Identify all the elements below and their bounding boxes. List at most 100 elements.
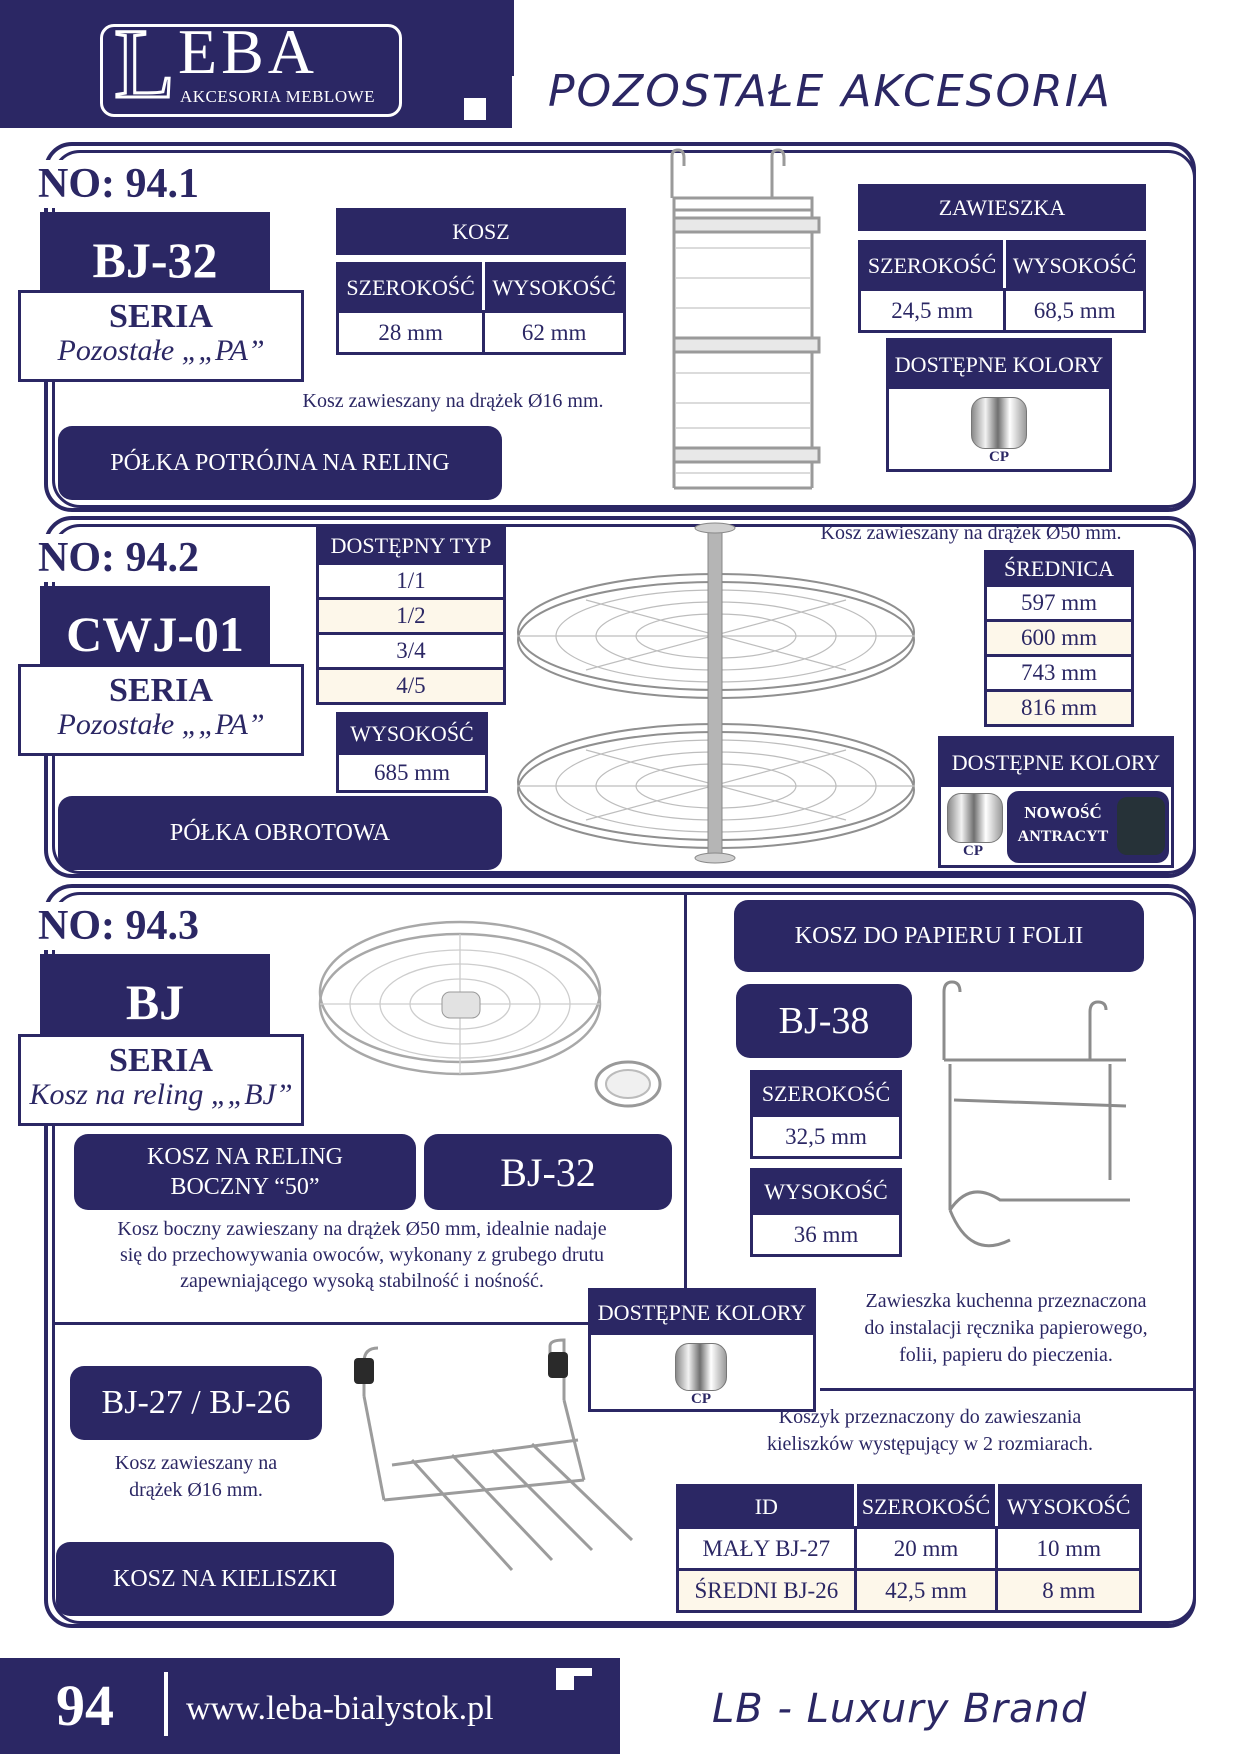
glass-header-width: SZEROKOŚĆ	[853, 1484, 999, 1529]
glass-code-pill: BJ-27 / BJ-26	[70, 1366, 322, 1440]
footer-band	[0, 1658, 620, 1754]
chrome-swatch-icon	[675, 1343, 727, 1391]
chrome-swatch-icon	[971, 397, 1027, 449]
zawieszka-title: ZAWIESZKA	[858, 184, 1146, 231]
paper-holder-illustration	[942, 980, 1130, 1248]
deco-square	[458, 76, 488, 102]
item-note: Kosz zawieszany na drążek Ø50 mm.	[820, 522, 1122, 544]
colors-box: DOSTĘPNE KOLORY CP	[886, 338, 1112, 472]
page-number: 94	[56, 1673, 114, 1738]
paper-note-line: Zawieszka kuchenna przeznaczona	[865, 1290, 1147, 1312]
pill-line-1: KOSZ NA RELING	[147, 1144, 343, 1170]
diameter-table: ŚREDNICA 597 mm 600 mm 743 mm 816 mm	[984, 550, 1134, 727]
antracyt-label: ANTRACYT	[1017, 828, 1109, 845]
glass-header-height: WYSOKOŚĆ	[995, 1484, 1142, 1529]
width-value: 32,5 mm	[750, 1114, 902, 1159]
paper-note-line: folii, papieru do pieczenia.	[899, 1344, 1113, 1366]
kosz-height: 62 mm	[482, 310, 626, 355]
seria-title: SERIA	[109, 298, 213, 335]
colors-title: DOSTĘPNE KOLORY	[889, 341, 1109, 389]
glass-cell: 42,5 mm	[853, 1568, 999, 1613]
type-value: 1/1	[316, 562, 506, 600]
desc-line: się do przechowywania owoców, wykonany z…	[119, 1244, 605, 1266]
type-title: DOSTĘPNY TYP	[316, 526, 506, 565]
color-label: CP	[989, 449, 1009, 465]
height-table: WYSOKOŚĆ 685 mm	[336, 712, 488, 793]
deco-square	[574, 1676, 594, 1696]
zawieszka-height: 68,5 mm	[1003, 288, 1146, 333]
desc-line: zapewniającego wysoką stabilność i nośno…	[180, 1270, 544, 1292]
glass-note: Kosz zawieszany na drążek Ø16 mm.	[70, 1450, 322, 1504]
height-value: 685 mm	[336, 752, 488, 793]
desc-line: Kosz boczny zawieszany na drążek Ø50 mm,…	[117, 1218, 607, 1240]
type-value: 3/4	[316, 632, 506, 670]
diameter-value: 600 mm	[984, 619, 1134, 657]
seria-box: SERIA Kosz na reling „„BJ”	[18, 1034, 304, 1126]
width-title: SZEROKOŚĆ	[750, 1070, 902, 1117]
type-value: 4/5	[316, 667, 506, 705]
glass-note-line: drążek Ø16 mm.	[129, 1479, 263, 1501]
item-note: Kosz zawieszany na drążek Ø16 mm.	[302, 390, 604, 412]
paper-description: Zawieszka kuchenna przeznaczona do insta…	[826, 1288, 1186, 1369]
item-number: NO: 94.2	[32, 534, 205, 582]
seria-subtitle: Kosz na reling „„BJ”	[29, 1078, 293, 1111]
item-number: NO: 94.3	[32, 902, 205, 950]
pill-line-2: BOCZNY “50”	[170, 1174, 320, 1200]
diameter-value: 597 mm	[984, 584, 1134, 622]
footer-separator	[164, 1672, 168, 1736]
header-band	[0, 0, 512, 128]
type-value: 1/2	[316, 597, 506, 635]
new-label: NOWOŚĆ	[1024, 803, 1102, 822]
seria-subtitle: Pozostałe „„PA”	[57, 708, 265, 741]
paper-code-pill: BJ-38	[736, 984, 912, 1058]
item-name-pill: PÓŁKA POTRÓJNA NA RELING	[58, 426, 502, 500]
diameter-title: ŚREDNICA	[984, 550, 1134, 587]
glass-desc-line: kieliszków występujący w 2 rozmiarach.	[766, 1433, 1093, 1455]
glass-cell: 10 mm	[995, 1526, 1142, 1571]
glass-note-line: Kosz zawieszany na	[114, 1452, 278, 1474]
divider-horizontal	[52, 1322, 600, 1325]
kosz-header-width: SZEROKOŚĆ	[335, 262, 486, 313]
item-number: NO: 94.1	[32, 160, 205, 208]
logo-frame	[100, 24, 402, 117]
glass-desc-line: Koszyk przeznaczony do zawieszania	[778, 1406, 1082, 1428]
glass-cell: ŚREDNI BJ-26	[676, 1568, 857, 1613]
item-name-pill: PÓŁKA OBROTOWA	[58, 796, 502, 870]
seria-subtitle: Pozostałe „„PA”	[57, 334, 265, 367]
glass-cell: 20 mm	[853, 1526, 999, 1571]
paper-note-line: do instalacji ręcznika papierowego,	[864, 1317, 1148, 1339]
paper-title-pill: KOSZ DO PAPIERU I FOLII	[734, 900, 1144, 972]
colors-box: DOSTĘPNE KOLORY CP NOWOŚĆ ANTRACYT	[938, 736, 1174, 868]
height-title: WYSOKOŚĆ	[336, 712, 488, 755]
round-basket-illustration	[318, 920, 662, 1108]
brand-tagline: LB - Luxury Brand	[712, 1686, 1088, 1732]
glass-cell: 8 mm	[995, 1568, 1142, 1613]
seria-box: SERIA Pozostałe „„PA”	[18, 664, 304, 756]
chrome-swatch-icon	[947, 793, 1003, 843]
divider-horizontal	[820, 1388, 1196, 1391]
glass-description: Koszyk przeznaczony do zawieszania kieli…	[690, 1404, 1170, 1458]
zawieszka-width: 24,5 mm	[857, 288, 1007, 333]
diameter-value: 816 mm	[984, 689, 1134, 727]
diameter-value: 743 mm	[984, 654, 1134, 692]
kosz-title: KOSZ	[336, 208, 626, 255]
zawieszka-header-height: WYSOKOŚĆ	[1003, 240, 1146, 291]
seria-box: SERIA Pozostałe „„PA”	[18, 290, 304, 382]
paper-height-table: WYSOKOŚĆ 36 mm	[750, 1168, 902, 1257]
antracyt-swatch-icon	[1117, 797, 1165, 855]
logo-text: EBA	[178, 16, 318, 87]
glass-rack-illustration	[354, 1338, 634, 1572]
glass-table: ID SZEROKOŚĆ WYSOKOŚĆ MAŁY BJ-27 20 mm 1…	[676, 1484, 1142, 1613]
logo-subtitle: AKCESORIA MEBLOWE	[180, 87, 376, 106]
deco-square	[464, 98, 486, 120]
footer-url[interactable]: www.leba-bialystok.pl	[186, 1690, 494, 1727]
glass-cell: MAŁY BJ-27	[676, 1526, 857, 1571]
seria-title: SERIA	[109, 1042, 213, 1079]
type-table: DOSTĘPNY TYP 1/1 1/2 3/4 4/5	[316, 526, 506, 705]
rotating-shelf-illustration	[517, 522, 915, 864]
seria-title: SERIA	[109, 672, 213, 709]
color-label: CP	[691, 1391, 711, 1407]
code-pill: BJ-32	[424, 1134, 672, 1210]
